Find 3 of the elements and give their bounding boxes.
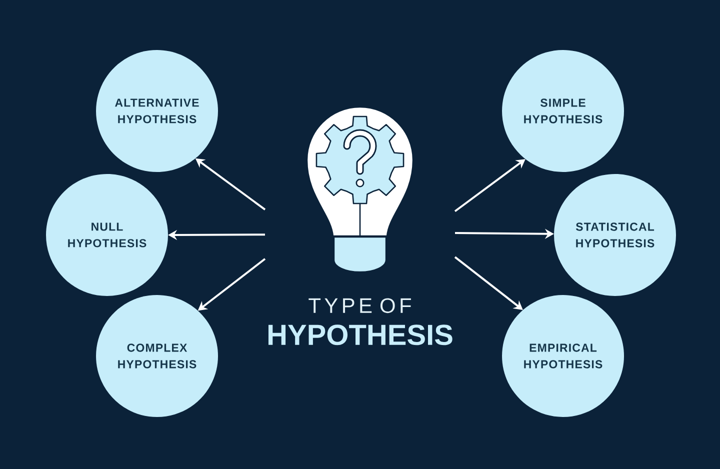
lightbulb-picture xyxy=(306,106,414,273)
arrow xyxy=(454,256,523,310)
heading: TYPE OF HYPOTHESIS xyxy=(268,298,452,346)
